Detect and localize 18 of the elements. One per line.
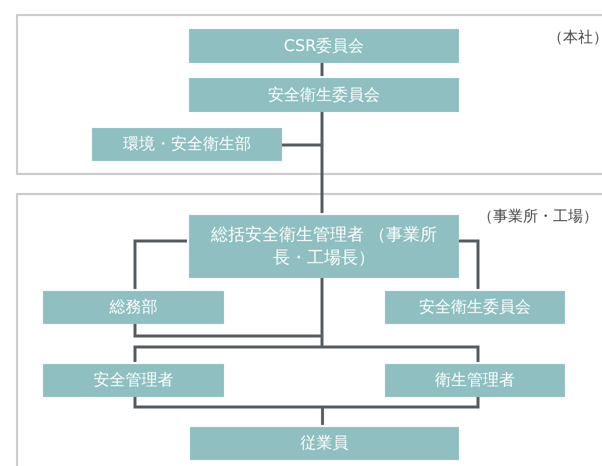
- connector-line: [321, 395, 480, 425]
- role-box: 総括安全衛生管理者 （事業所長・工場長）: [189, 215, 459, 278]
- role-box: 安全衛生委員会: [385, 291, 565, 324]
- section-panel: [16, 14, 602, 175]
- section-panel: [16, 193, 602, 466]
- role-box: 安全衛生委員会: [189, 78, 459, 112]
- role-box: 環境・安全衛生部: [92, 128, 282, 161]
- role-box: 従業員: [190, 427, 459, 460]
- connector-line: [134, 240, 187, 289]
- connector-line: [280, 110, 324, 146]
- role-box: 安全管理者: [43, 364, 224, 397]
- section-heading: （事業所・工場）: [478, 207, 598, 226]
- role-box: CSR委員会: [189, 29, 459, 63]
- section-heading: （本社）: [548, 28, 602, 47]
- role-box: 総務部: [43, 291, 224, 324]
- connector-line: [320, 61, 324, 76]
- connector-line: [457, 240, 480, 289]
- role-box: 衛生管理者: [385, 364, 565, 397]
